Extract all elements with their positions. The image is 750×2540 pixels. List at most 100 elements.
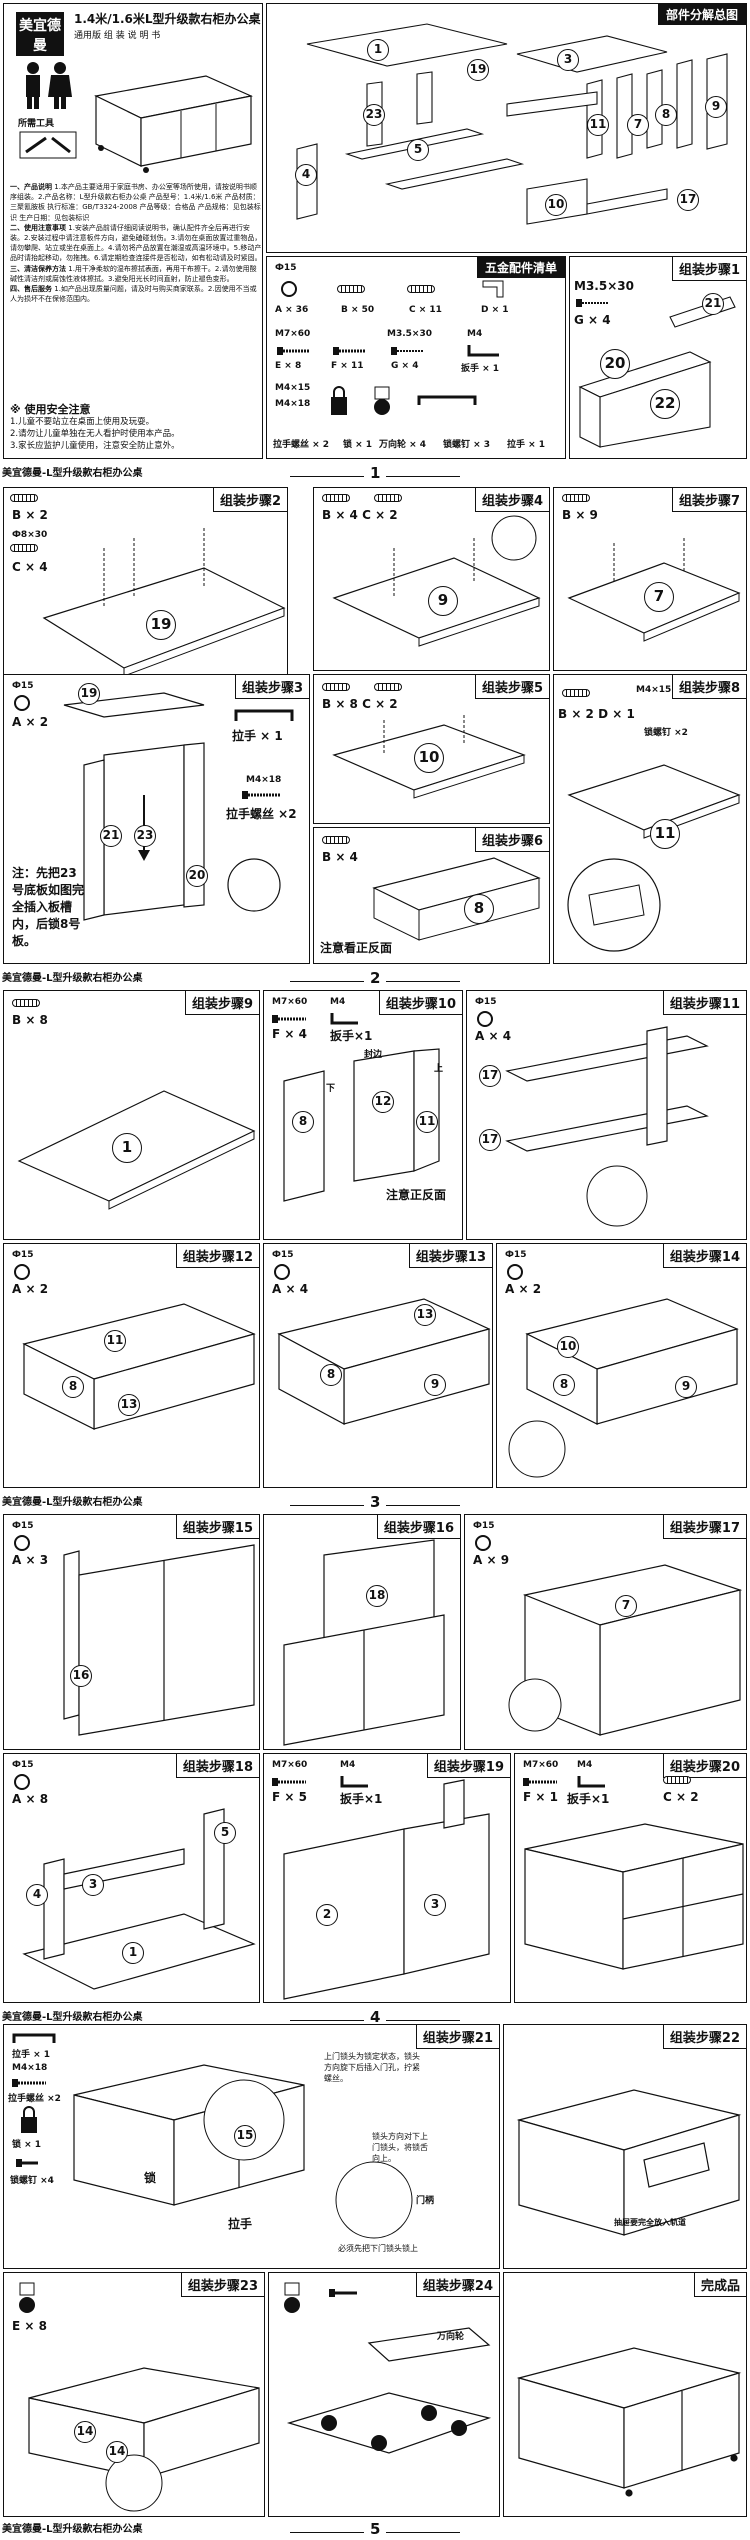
cam-lock-icon [507, 1264, 523, 1280]
part-tag: 17 [677, 189, 699, 211]
hw-lock: 锁 × 1 [343, 440, 373, 450]
cam-lock-icon [274, 1264, 290, 1280]
page-footer: 美宜德曼-L型升级款右柜办公桌 4 [0, 2006, 750, 2028]
wrench-icon [330, 1011, 360, 1025]
page-footer: 美宜德曼-L型升级款右柜办公桌 2 [0, 967, 750, 989]
panel-diagram [269, 2273, 500, 2517]
tools-icon [18, 130, 78, 160]
hw-size: Ф15 [12, 681, 34, 691]
screw-icon [272, 1778, 308, 1786]
hw-qty: A × 2 [505, 1282, 542, 1296]
hw-handle: 拉手 × 1 [232, 729, 283, 743]
step-label: 组装步骤24 [415, 2273, 499, 2297]
cabinet-diagram [4, 1244, 260, 1488]
cam-bolt-icon [12, 999, 40, 1007]
page-number: 4 [364, 2008, 387, 2026]
screw-icon [12, 2079, 48, 2087]
handle-icon [417, 395, 477, 407]
desk-diagram [4, 2025, 500, 2269]
hw-size: Ф15 [12, 1250, 34, 1260]
hw-d: D × 1 [481, 305, 509, 315]
part-tag: 11 [650, 819, 680, 849]
part-tag: 22 [650, 389, 680, 419]
step-1-panel: 组装步骤1 M3.5×30 G × 4 21 20 22 [569, 256, 747, 459]
hw-qty: F × 5 [272, 1790, 307, 1804]
hw-size: M4×18 [246, 775, 282, 785]
cam-bolt-icon [10, 494, 38, 502]
part-tag: 1 [112, 1133, 142, 1163]
frame-diagram [4, 1754, 260, 2003]
dowel-icon [374, 494, 402, 502]
hw-size: Ф15 [12, 1521, 34, 1531]
part-tag: 10 [414, 743, 444, 773]
cover-subtitle: 通用版 组 装 说 明 书 [74, 31, 161, 41]
hw-size: M4×15 [636, 685, 672, 695]
hw-lock: 锁 × 1 [12, 2140, 42, 2150]
part-tag: 9 [428, 586, 458, 616]
lock-icon [21, 2107, 37, 2133]
desk-thumbnail [86, 56, 256, 173]
size-label: Ф15 [275, 263, 297, 273]
desk-diagram [4, 2273, 265, 2517]
hardware-list-panel: 五金配件清单 Ф15 A × 36 B × 50 C × 11 D × 1 M7… [266, 256, 566, 459]
step-8-panel: 组装步骤8 M4×15 B × 2 D × 1 锁螺钉 ×2 11 [553, 674, 747, 964]
part-tag: 14 [74, 2421, 96, 2443]
part-tag: 2 [316, 1904, 338, 1926]
hw-size: M4 [577, 1760, 593, 1770]
hw-c: C × 11 [409, 305, 442, 315]
step-label: 组装步骤17 [662, 1515, 746, 1539]
hw-lock-screw: 锁螺钉 ×2 [644, 728, 688, 738]
step-note: 锁头方向对下上门锁头，将锁舌向上。 [372, 2132, 428, 2163]
caster-icon [19, 2281, 35, 2313]
hw-size: M3.5×30 [574, 279, 634, 293]
hw-size: M4 [340, 1760, 356, 1770]
wrench-icon [577, 1774, 607, 1788]
hw-qty: F × 1 [523, 1790, 558, 1804]
hw-qty: C × 4 [12, 560, 48, 574]
part-tag: 10 [545, 194, 567, 216]
dowel-icon [374, 683, 402, 691]
step-note: 必须先把下门锁头锁上 [338, 2244, 418, 2253]
door-label: 门柄 [416, 2196, 435, 2206]
part-tag: 9 [705, 96, 727, 118]
part-tag: 23 [363, 104, 385, 126]
hw-wrench: 扳手×1 [330, 1029, 373, 1043]
part-tag: 15 [234, 2125, 256, 2147]
page-footer: 美宜德曼-L型升级款右柜办公桌 1 [0, 462, 750, 484]
footer-text: 美宜德曼-L型升级款右柜办公桌 [2, 2012, 143, 2023]
step-label: 完成品 [693, 2273, 746, 2297]
step-note: 注意看正反面 [320, 941, 393, 955]
screw-icon [391, 347, 425, 355]
panel-diagram [314, 488, 550, 671]
part-tag: 21 [100, 825, 122, 847]
cabinet-diagram [264, 1244, 493, 1488]
page-number: 3 [364, 1493, 387, 1511]
cam-lock-icon [14, 1774, 30, 1790]
panel-diagram [554, 488, 747, 671]
cabinet-diagram [264, 1515, 461, 1750]
handle-icon [234, 709, 294, 723]
step-11-panel: 组装步骤11 Ф15 A × 4 17 17 [466, 990, 747, 1240]
cabinet-diagram [497, 1244, 747, 1488]
hw-a: A × 36 [275, 305, 309, 315]
hw-g: G × 4 [391, 361, 419, 371]
size-label: M7×60 [275, 329, 311, 339]
desk-diagram [515, 1754, 747, 2003]
cam-lock-icon [477, 1011, 493, 1027]
part-tag: 10 [557, 1336, 579, 1358]
hw-qty: B × 8 [12, 1013, 48, 1027]
desk-diagram [504, 2273, 747, 2517]
hw-caster: 万向轮 × 4 [379, 440, 427, 450]
hw-handle: 拉手 × 1 [12, 2050, 51, 2060]
drawer-rail-diagram [570, 257, 747, 459]
hw-qty: B × 9 [562, 508, 598, 522]
hw-qty: G × 4 [574, 313, 611, 327]
step-label: 组装步骤20 [662, 1754, 746, 1778]
hw-qty: B × 4 [322, 850, 358, 864]
hw-qty: F × 4 [272, 1027, 307, 1041]
step-label: 组装步骤19 [426, 1754, 510, 1778]
step-5-panel: 组装步骤5 B × 8 C × 2 10 [313, 674, 550, 824]
page-number: 5 [364, 2520, 387, 2538]
screw-icon [333, 347, 367, 355]
step-20-panel: 组装步骤20 M7×60 F × 1 M4 扳手×1 C × 2 [514, 1753, 747, 2003]
